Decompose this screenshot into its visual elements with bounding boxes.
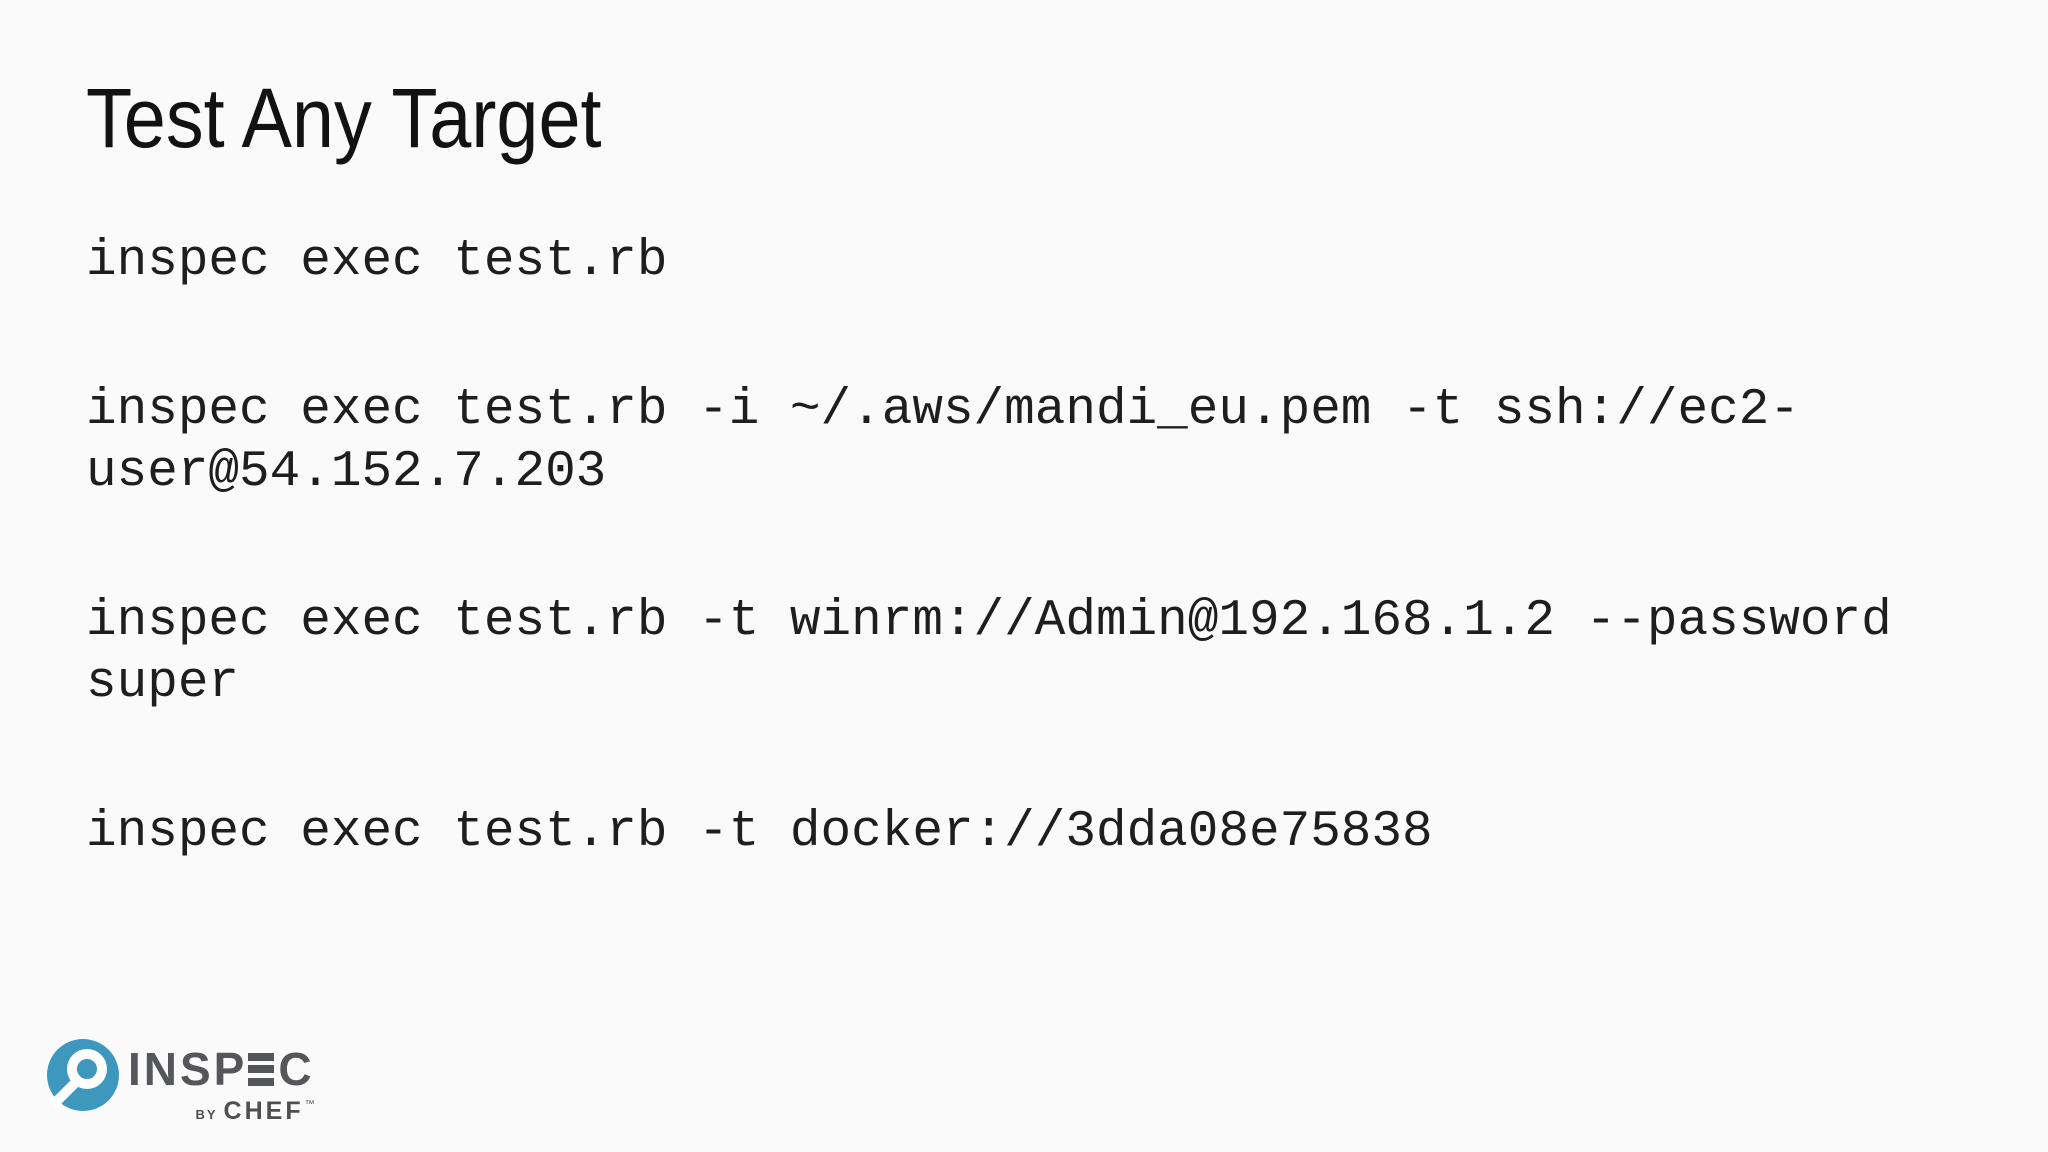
- command-line: inspec exec test.rb -t docker://3dda08e7…: [86, 804, 1433, 861]
- logo-wordmark: INSP C: [128, 1046, 315, 1092]
- command-block: inspec exec test.rb -i ~/.aws/mandi_eu.p…: [86, 380, 1986, 504]
- logo-brand-label: CHEF: [223, 1097, 304, 1125]
- logo-stylized-e-icon: [248, 1052, 275, 1086]
- inspec-logo: INSP C BY CHEF ™: [46, 1038, 315, 1124]
- command-block: inspec exec test.rb: [86, 231, 1986, 293]
- logo-text-tail: C: [278, 1043, 315, 1095]
- logo-text-head: INSP: [128, 1043, 248, 1095]
- logo-text-group: INSP C BY CHEF ™: [128, 1038, 315, 1124]
- command-line: super: [86, 655, 240, 712]
- command-line: inspec exec test.rb -t winrm://Admin@192…: [86, 593, 1892, 650]
- command-line: user@54.152.7.203: [86, 444, 607, 501]
- command-line: inspec exec test.rb -i ~/.aws/mandi_eu.p…: [86, 382, 1800, 439]
- command-line: inspec exec test.rb: [86, 233, 668, 290]
- logo-by-label: BY: [195, 1107, 218, 1122]
- logo-byline: BY CHEF ™: [195, 1099, 314, 1124]
- command-block: inspec exec test.rb -t docker://3dda08e7…: [86, 802, 1986, 864]
- trademark-symbol: ™: [304, 1099, 315, 1110]
- command-block: inspec exec test.rb -t winrm://Admin@192…: [86, 591, 1986, 715]
- command-list: inspec exec test.rb inspec exec test.rb -…: [86, 231, 1986, 951]
- page-title: Test Any Target: [86, 71, 602, 165]
- magnifier-icon: [47, 1039, 119, 1111]
